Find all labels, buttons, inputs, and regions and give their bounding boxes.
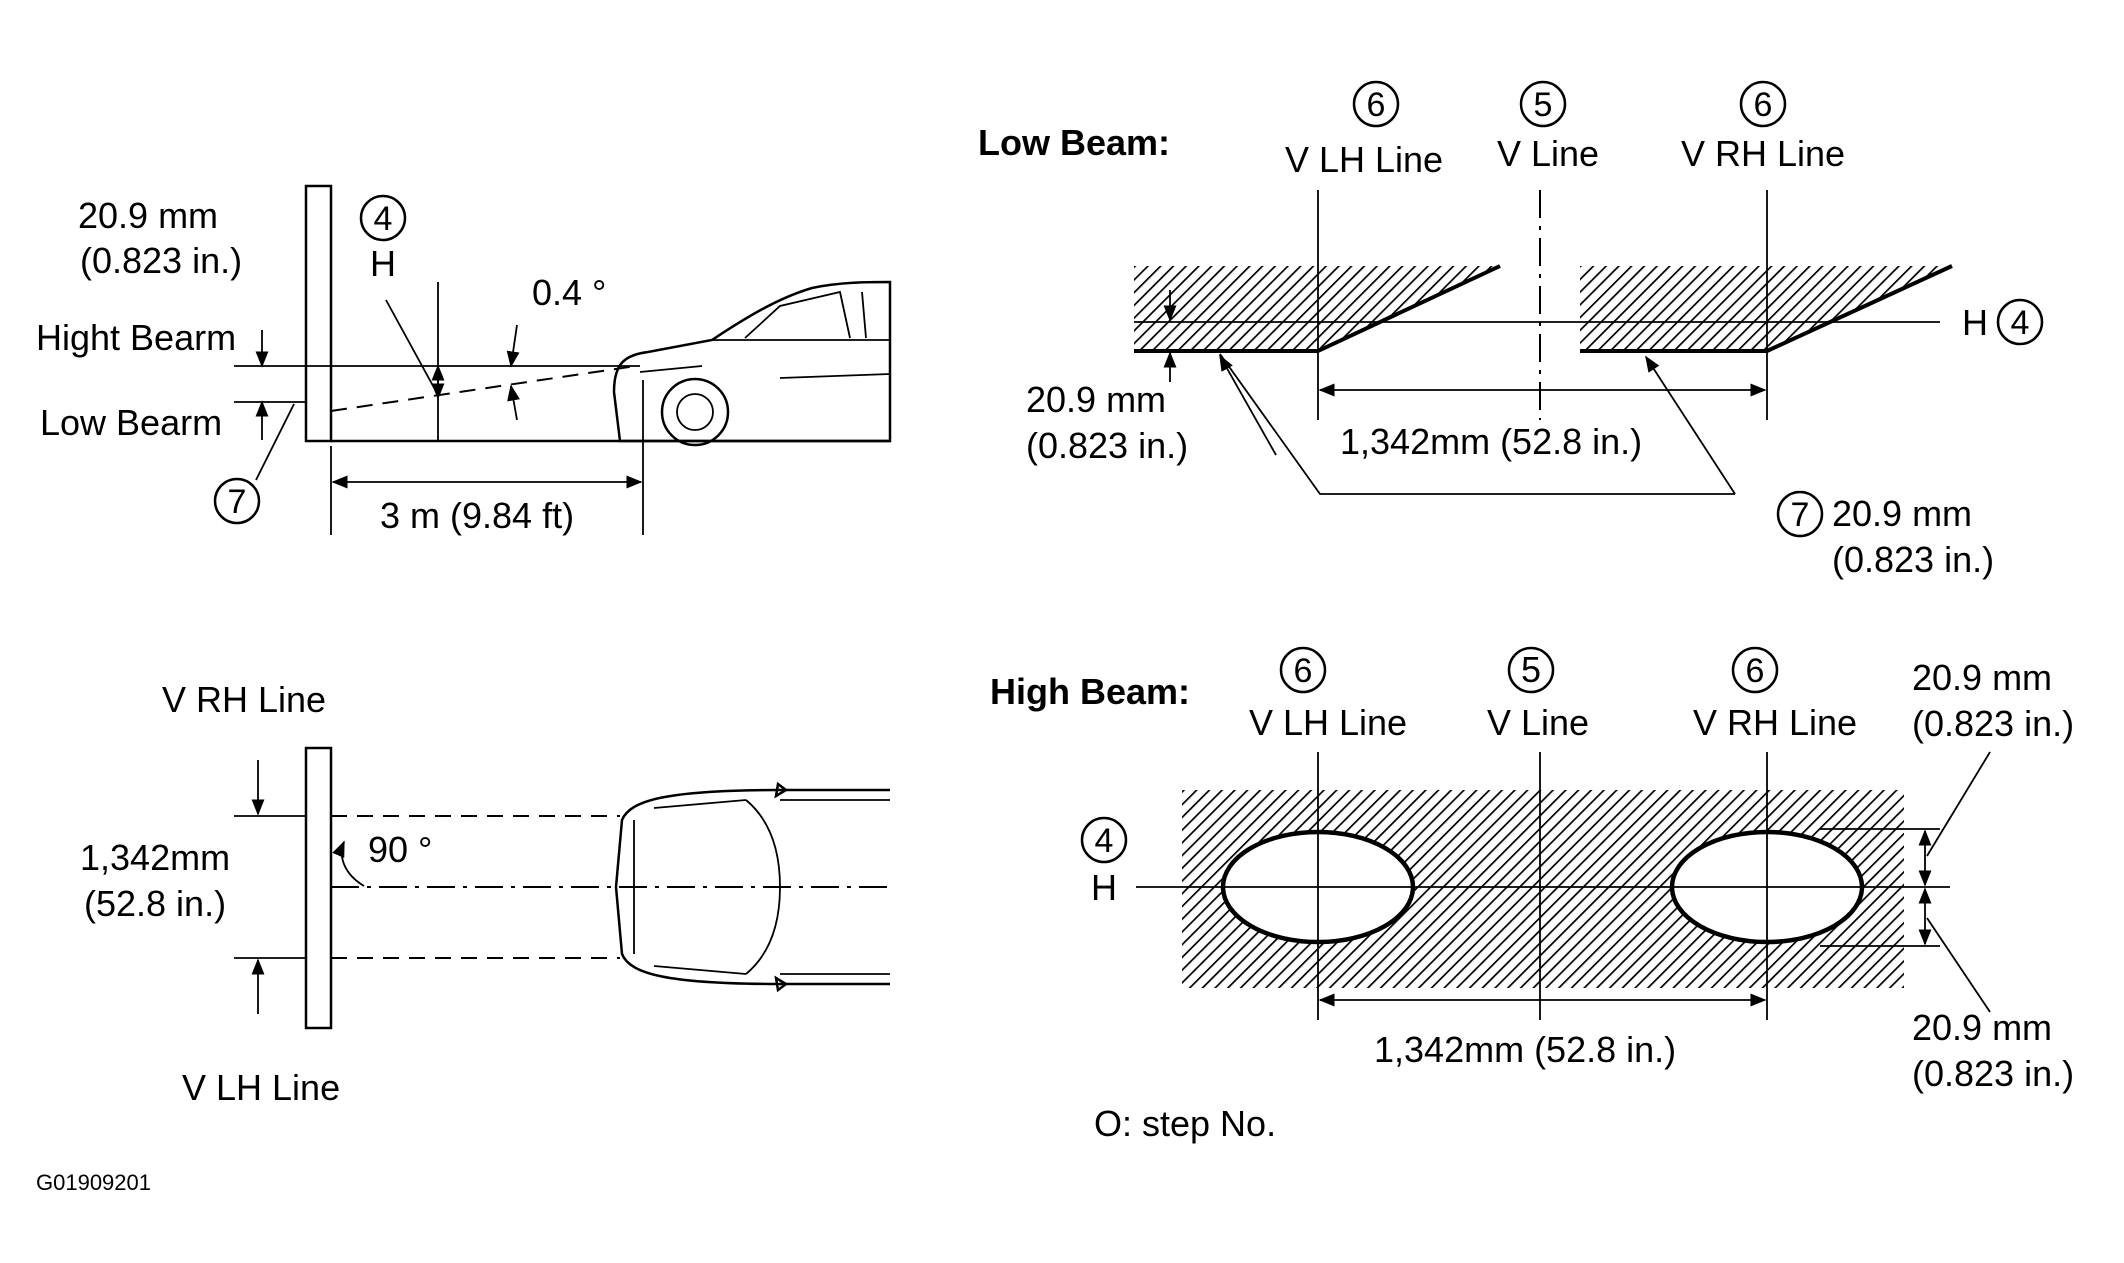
- low-dim-right-in: (0.823 in.): [1832, 539, 1994, 580]
- low-v-line-label: V Line: [1497, 133, 1599, 174]
- high-beam-diagram: High Beam: 6 V LH Line 5 V Line 6 V RH L…: [990, 646, 2074, 1094]
- low-spacing-label: 1,342mm (52.8 in.): [1340, 421, 1642, 462]
- car-side-icon: [612, 280, 892, 447]
- top-view: V RH Line 1,342mm (52.8 in.) 90 ° V LH L…: [80, 679, 890, 1108]
- high-step-4-number: 4: [1095, 822, 1114, 860]
- low-step-6a-circle: [1352, 80, 1400, 128]
- angle-arrow-top: [506, 324, 520, 368]
- high-step-6b-number: 6: [1746, 652, 1765, 690]
- high-step-6a-circle: [1279, 646, 1327, 694]
- low-beam-diagram: Low Beam: 6 V LH Line 5 V Line 6 V RH Li…: [978, 80, 2044, 580]
- high-step-6b-circle: [1731, 646, 1779, 694]
- top-spacing-mm: 1,342mm: [80, 837, 230, 878]
- legend-step-no: O: step No.: [1094, 1103, 1276, 1144]
- angle-arrow-bottom: [507, 384, 520, 421]
- light-axis-line: [330, 365, 637, 412]
- low-dim-left-in: (0.823 in.): [1026, 425, 1188, 466]
- high-bearm-label: Hight Bearm: [36, 317, 236, 358]
- angle-90-arc: [332, 840, 365, 887]
- low-v-rh-label: V RH Line: [1681, 133, 1845, 174]
- figure-id: G01909201: [36, 1170, 151, 1195]
- low-beam-left-cutoff-area: [1134, 266, 1500, 351]
- angle-label: 0.4 °: [532, 272, 606, 313]
- high-step-6a-number: 6: [1294, 652, 1313, 690]
- v-lh-line-label: V LH Line: [182, 1067, 340, 1108]
- low-step-5-circle: [1519, 80, 1567, 128]
- low-dim-left-mm: 20.9 mm: [1026, 379, 1166, 420]
- high-beam-title: High Beam:: [990, 671, 1190, 712]
- high-step-5-circle: [1507, 646, 1555, 694]
- high-dim-top-in: (0.823 in.): [1912, 703, 2074, 744]
- distance-label: 3 m (9.84 ft): [380, 495, 574, 536]
- low-step-6a-number: 6: [1367, 86, 1386, 124]
- low-step-5-number: 5: [1534, 86, 1553, 124]
- left-cutoff-kink: [1317, 264, 1501, 353]
- h-leader-line: [385, 299, 439, 396]
- low-h-label: H: [1962, 302, 1988, 343]
- high-v-lh-label: V LH Line: [1249, 702, 1407, 743]
- aiming-screen-side: [304, 184, 333, 443]
- side-dim-mm: 20.9 mm: [78, 195, 218, 236]
- high-step-5-number: 5: [1521, 649, 1541, 690]
- high-step-4-circle: [1080, 816, 1128, 864]
- high-spacing-label: 1,342mm (52.8 in.): [1374, 1029, 1676, 1070]
- step-7-circle: [213, 477, 261, 525]
- top-spacing-in: (52.8 in.): [84, 883, 226, 924]
- aiming-screen-top: [304, 746, 333, 1030]
- high-h-label: H: [1091, 867, 1117, 908]
- low-step7-leader-left: [1219, 353, 1735, 495]
- step-4-circle: [359, 194, 407, 242]
- low-step-6b-number: 6: [1754, 86, 1773, 124]
- low-step-6b-circle: [1739, 80, 1787, 128]
- h-label: H: [370, 243, 396, 284]
- v-rh-line-label: V RH Line: [162, 679, 326, 720]
- low-step-7-number: 7: [1791, 496, 1810, 534]
- low-bearm-label: Low Bearm: [40, 402, 222, 443]
- high-v-rh-label: V RH Line: [1693, 702, 1857, 743]
- step-7-number: 7: [228, 483, 247, 521]
- low-dim-right-mm: 20.9 mm: [1832, 493, 1972, 534]
- right-cutoff-kink: [1766, 264, 1953, 353]
- low-beam-right-cutoff-area: [1580, 266, 1952, 351]
- step7-leader: [255, 403, 295, 481]
- angle-90-label: 90 °: [368, 829, 432, 870]
- low-step-4-circle: [1996, 298, 2044, 346]
- high-dim-bottom-mm: 20.9 mm: [1912, 1007, 2052, 1048]
- low-step-4-number: 4: [2011, 304, 2030, 342]
- low-step7-leader-right: [1645, 355, 1736, 495]
- car-top-icon: [614, 781, 890, 993]
- high-v-line-label: V Line: [1487, 702, 1589, 743]
- high-dim-top-mm: 20.9 mm: [1912, 657, 2052, 698]
- side-view: 20.9 mm (0.823 in.) 4 H 0.4 ° Hight Bear…: [36, 184, 892, 536]
- high-dim-bottom-in: (0.823 in.): [1912, 1053, 2074, 1094]
- low-beam-title: Low Beam:: [978, 122, 1170, 163]
- high-dim-upper-leader: [1926, 751, 1991, 857]
- side-dim-in: (0.823 in.): [80, 240, 242, 281]
- low-step7-arrow: [1219, 354, 1277, 456]
- low-step-7-circle: [1776, 490, 1824, 538]
- high-dim-lower-leader: [1926, 917, 1991, 1013]
- low-v-lh-label: V LH Line: [1285, 139, 1443, 180]
- step-4-number: 4: [374, 200, 393, 238]
